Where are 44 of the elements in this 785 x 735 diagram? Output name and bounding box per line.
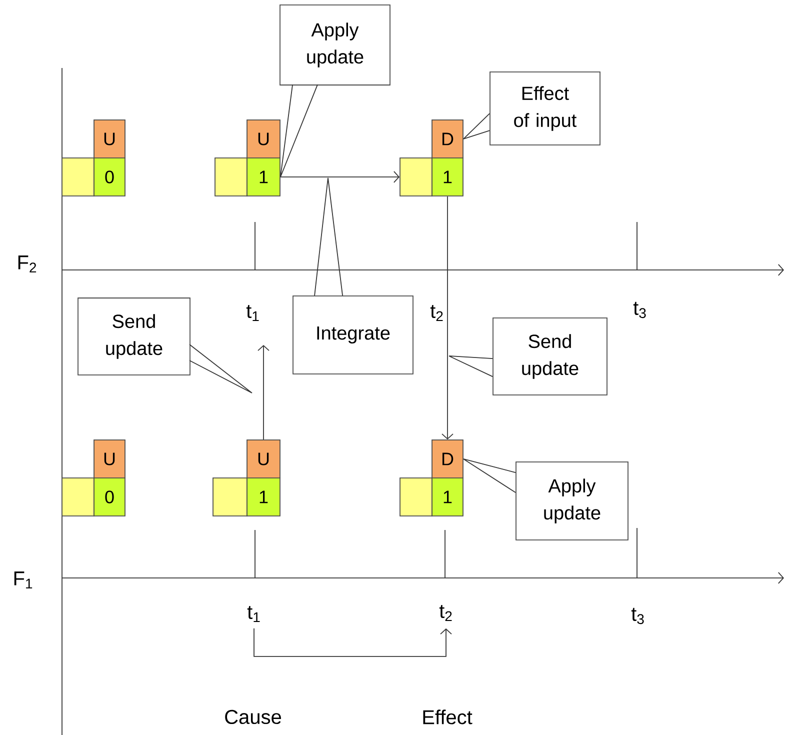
input-cell (62, 158, 94, 196)
callout-pointer (463, 458, 516, 493)
time-label: t$_{1}$ (247, 606, 260, 622)
value-cell: 1 (432, 478, 464, 516)
value-cell: 1 (432, 158, 464, 196)
input-cell (62, 478, 94, 516)
time-label: t$_{2}$ (430, 304, 443, 321)
callout-pointer (448, 356, 493, 377)
time-label: t$_{1}$ (246, 304, 259, 321)
callout-pointer (314, 178, 343, 296)
arrow (280, 171, 400, 183)
time-label: t$_{3}$ (631, 608, 644, 624)
arrow (254, 628, 452, 657)
value-cell: 1 (246, 158, 280, 196)
caption-text: Cause (225, 710, 281, 724)
value-cell: 0 (94, 478, 126, 516)
arrow (258, 344, 270, 440)
axis-label: F$_{1}$ (14, 572, 32, 588)
callout-box: Send update (78, 298, 190, 376)
arrow (442, 196, 454, 440)
input-cell (212, 478, 248, 516)
value-cell: 1 (246, 478, 280, 516)
state-cell: U (246, 120, 280, 158)
state-cell: U (246, 440, 280, 478)
state-cell: U (94, 120, 126, 158)
callout-box: Apply update (280, 4, 390, 86)
callout-box: Send update (492, 318, 608, 396)
time-label: t$_{3}$ (633, 302, 646, 318)
state-cell: D (432, 440, 464, 478)
callout-pointer (189, 344, 252, 394)
value-cell: 0 (94, 158, 126, 196)
axis-label: F$_{2}$ (18, 256, 36, 272)
input-cell (400, 478, 432, 516)
caption-text: Effect (423, 710, 472, 724)
callout-pointer (463, 113, 490, 140)
callout-box: Apply update (516, 462, 628, 540)
callout-box: Effect of input (490, 72, 600, 146)
callout-pointer (280, 84, 318, 178)
state-cell: D (432, 120, 464, 158)
state-cell: U (94, 440, 126, 478)
callout-box: Integrate (292, 296, 414, 374)
input-cell (400, 158, 432, 196)
input-cell (214, 158, 248, 196)
time-label: t$_{2}$ (439, 604, 452, 621)
